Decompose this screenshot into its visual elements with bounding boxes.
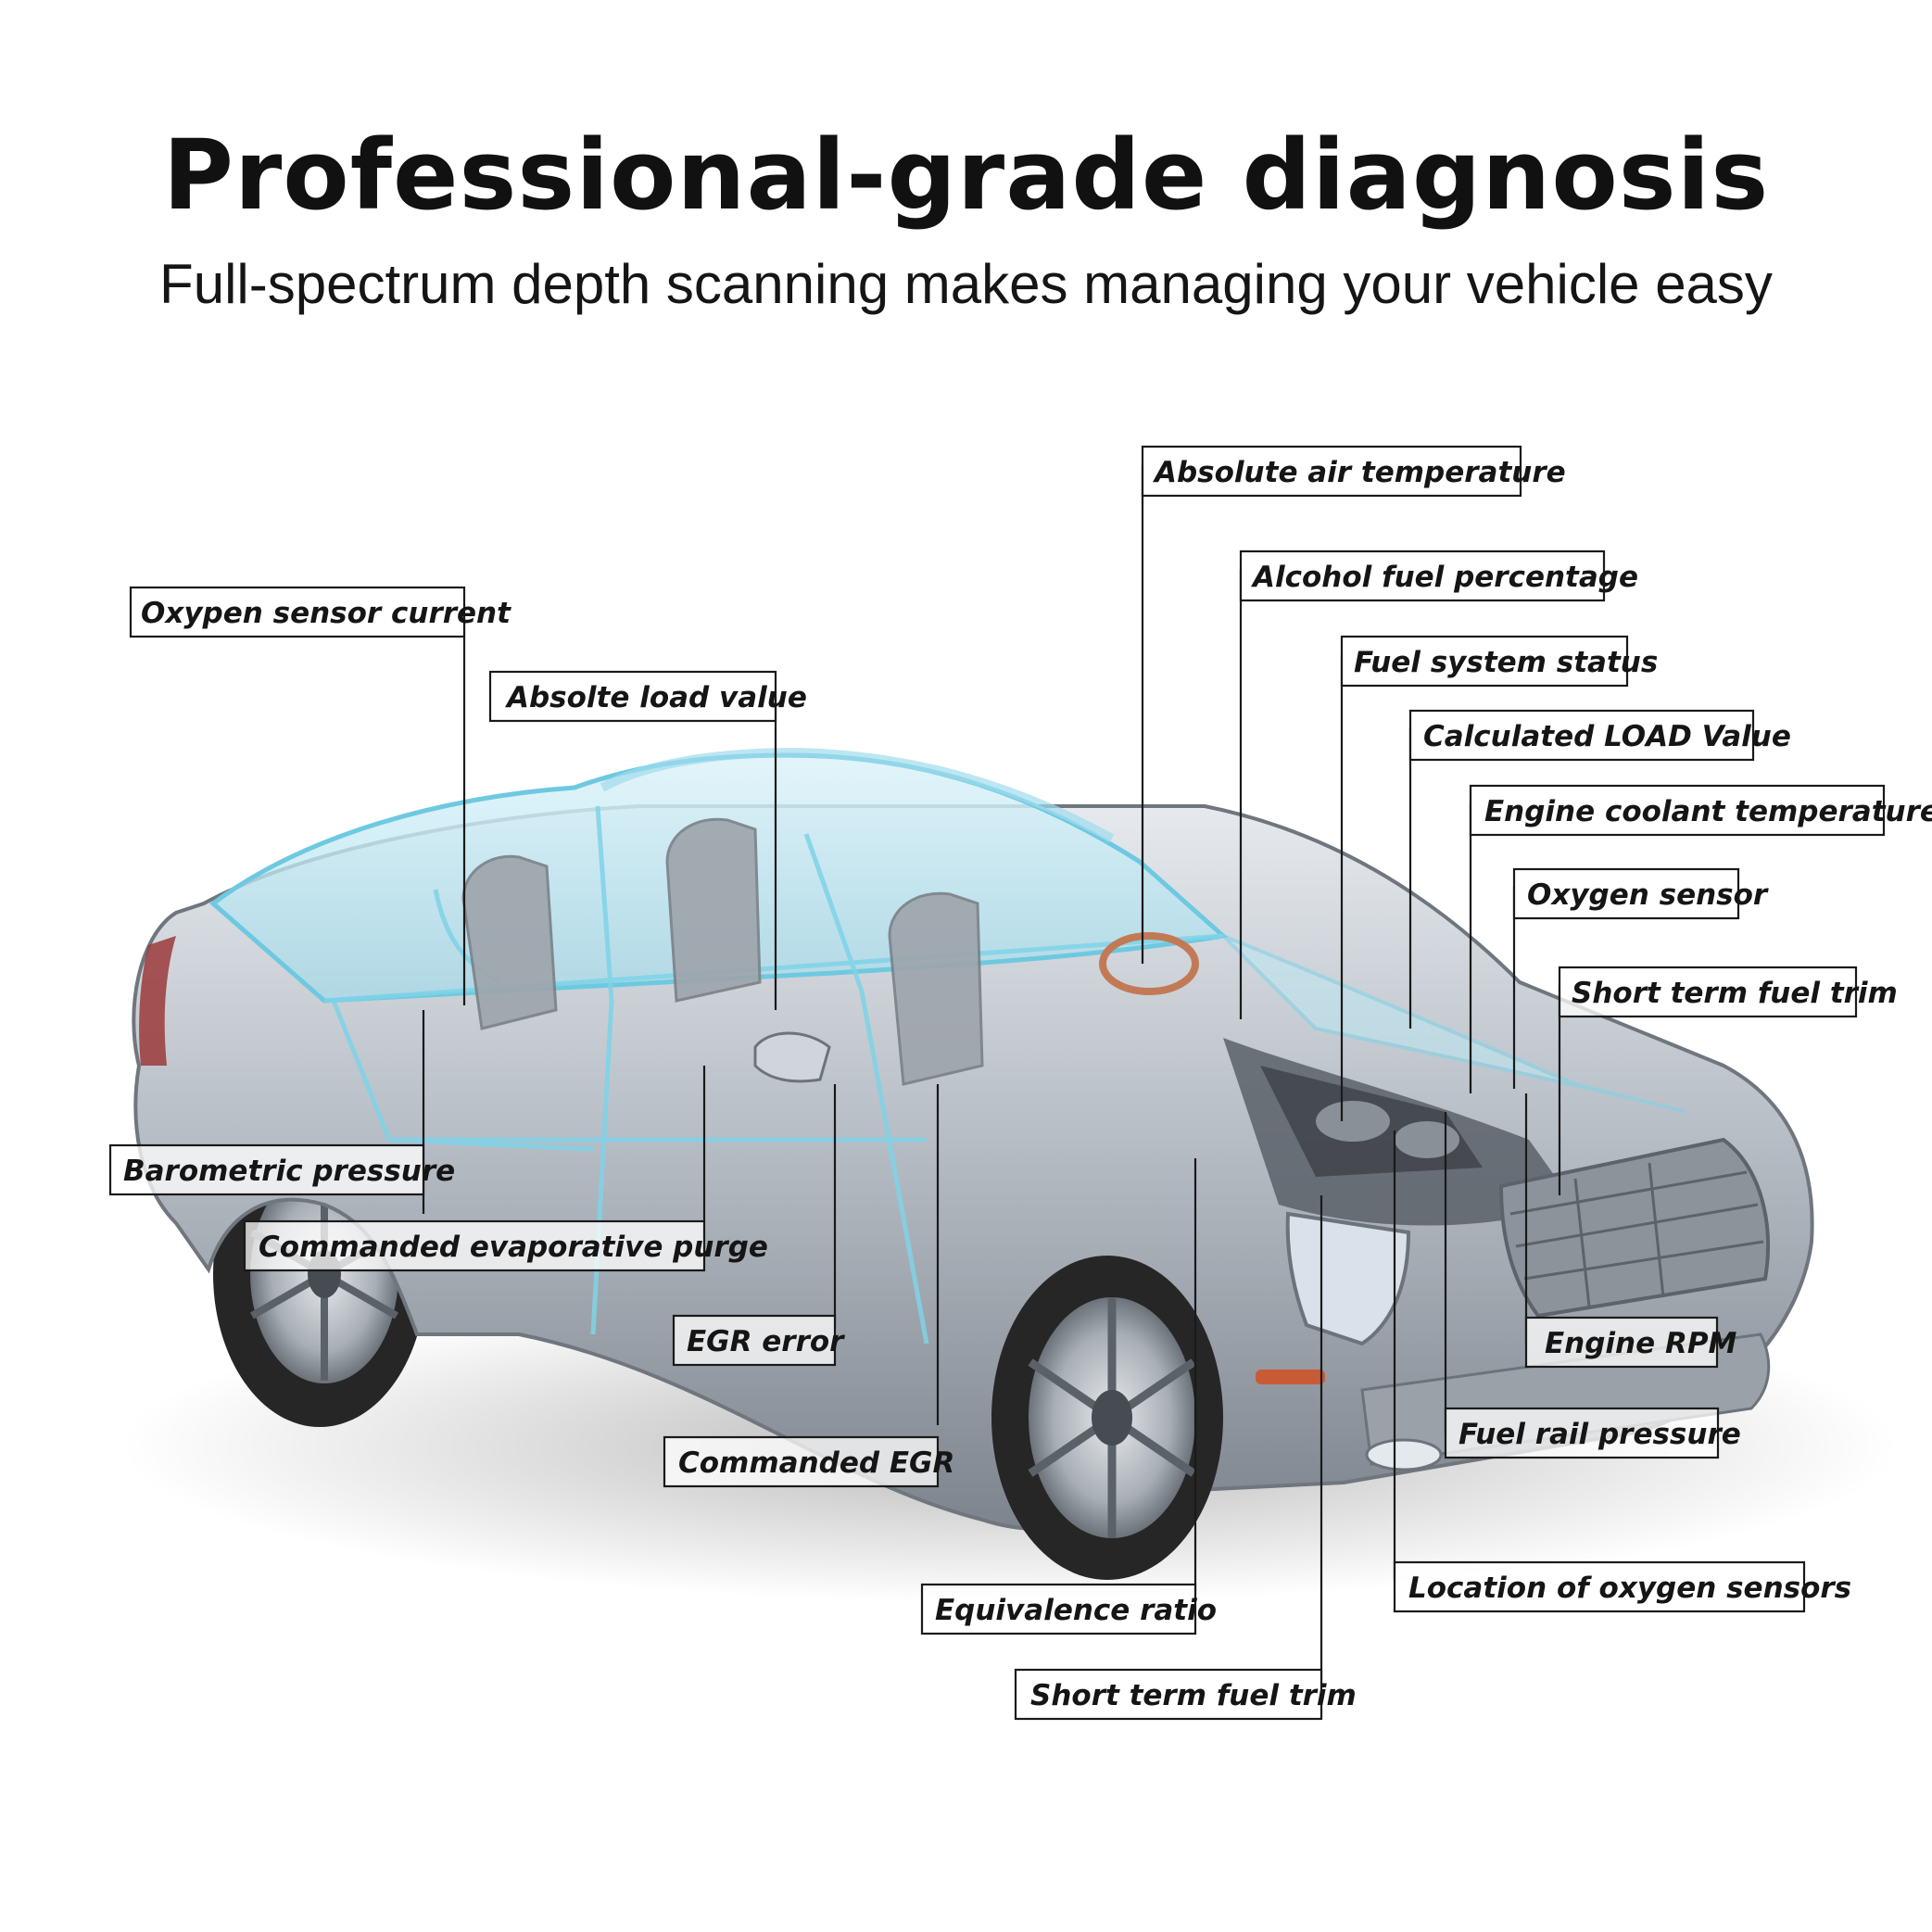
engine-bay (1223, 1038, 1575, 1226)
label-short-term-fuel-trim-upper: Short term fuel trim (1558, 966, 1898, 1018)
label-engine-rpm: Engine RPM (1524, 1316, 1737, 1369)
grille (1498, 1137, 1770, 1319)
side-mirror (753, 1031, 831, 1083)
label-oxygen-sensor: Oxygen sensor (1512, 867, 1769, 920)
tail-light (139, 936, 176, 1066)
svg-text:EGR error: EGR error (687, 1325, 845, 1358)
svg-text:Absolute air temperature: Absolute air temperature (1152, 456, 1566, 489)
steering-wheel (1099, 932, 1199, 995)
svg-text:Equivalence ratio: Equivalence ratio (935, 1594, 1217, 1627)
svg-text:Engine RPM: Engine RPM (1545, 1327, 1737, 1360)
hood-glass (1221, 934, 1687, 1114)
svg-text:Commanded EGR: Commanded EGR (678, 1446, 954, 1480)
label-calculated-load-value: Calculated LOAD Value (1408, 709, 1791, 762)
label-fuel-rail-pressure: Fuel rail pressure (1444, 1407, 1741, 1459)
svg-text:Oxypen sensor current: Oxypen sensor current (141, 597, 511, 630)
page-subtitle: Full-spectrum depth scanning makes manag… (159, 253, 1773, 315)
svg-text:Fuel system status: Fuel system status (1354, 646, 1658, 679)
svg-text:Engine coolant temperature: Engine coolant temperature (1484, 795, 1932, 828)
svg-text:Absolte load value: Absolte load value (504, 681, 807, 714)
label-commanded-evaporative-purge: Commanded evaporative purge (243, 1219, 768, 1272)
svg-text:Barometric pressure: Barometric pressure (123, 1155, 455, 1188)
svg-text:Short term fuel trim: Short term fuel trim (1030, 1679, 1357, 1712)
label-equivalence-ratio: Equivalence ratio (920, 1583, 1217, 1635)
label-commanded-egr: Commanded EGR (663, 1435, 954, 1488)
roof (600, 747, 1115, 843)
svg-text:Fuel rail pressure: Fuel rail pressure (1458, 1418, 1741, 1451)
side-marker (1256, 1370, 1325, 1384)
fog-light (1365, 1438, 1443, 1471)
svg-text:Location of oxygen sensors: Location of oxygen sensors (1408, 1572, 1851, 1605)
leader-lines (422, 465, 1561, 1680)
label-engine-coolant-temperature: Engine coolant temperature (1469, 784, 1932, 837)
headlight (1285, 1211, 1411, 1346)
svg-text:Oxygen sensor: Oxygen sensor (1527, 878, 1769, 912)
svg-text:Short term fuel trim: Short term fuel trim (1572, 977, 1898, 1010)
front-wheel (991, 1256, 1223, 1580)
svg-text:Calculated LOAD Value: Calculated LOAD Value (1423, 720, 1791, 753)
label-egr-error: EGR error (672, 1314, 845, 1367)
label-oxypen-sensor-current: Oxypen sensor current (129, 586, 511, 638)
svg-text:Commanded evaporative purge: Commanded evaporative purge (259, 1231, 768, 1264)
label-absolte-load-value: Absolte load value (488, 670, 807, 723)
label-absolute-air-temperature: Absolute air temperature (1141, 445, 1566, 498)
seats (461, 817, 984, 1086)
label-location-of-oxygen-sensors: Location of oxygen sensors (1393, 1560, 1851, 1613)
svg-text:Alcohol fuel percentage: Alcohol fuel percentage (1250, 561, 1638, 594)
label-short-term-fuel-trim-lower: Short term fuel trim (1014, 1668, 1357, 1721)
page-title: Professional-grade diagnosis (162, 119, 1770, 232)
label-barometric-pressure: Barometric pressure (108, 1143, 455, 1196)
label-fuel-system-status: Fuel system status (1340, 635, 1658, 688)
label-alcohol-fuel-percentage: Alcohol fuel percentage (1239, 549, 1638, 602)
